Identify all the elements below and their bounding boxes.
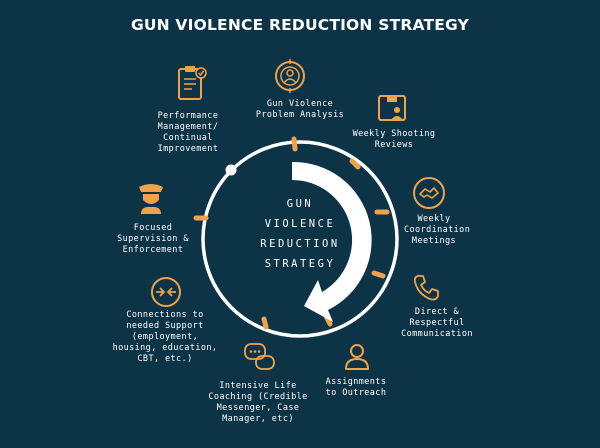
cycle-start-dot [225, 164, 237, 176]
ring-tick-1 [291, 136, 298, 152]
center-line-4: STRATEGY [264, 258, 336, 270]
label-communication: Direct & Respectful Communication [401, 307, 473, 339]
ring-tick-4 [371, 270, 386, 279]
label-support: Connections to needed Support (employmen… [112, 310, 218, 364]
diagram-title: GUN VIOLENCE REDUCTION STRATEGY [130, 16, 470, 34]
label-problem-analysis: Gun Violence Problem Analysis [255, 99, 345, 120]
label-life-coaching: Intensive Life Coaching (Credible Messen… [208, 381, 308, 424]
review-document-icon [378, 95, 406, 121]
police-officer-icon [139, 184, 163, 214]
center-line-3: REDUCTION [260, 238, 340, 250]
label-shooting-reviews: Weekly Shooting Reviews [352, 129, 436, 150]
label-outreach: Assignments to Outreach [325, 377, 387, 398]
clipboard-icon [178, 66, 207, 100]
cycle-arrow [292, 161, 372, 322]
center-label: GUN VIOLENCE REDUCTION STRATEGY [240, 194, 360, 274]
cycle-ring [201, 140, 399, 338]
target-person-icon [275, 59, 305, 93]
chat-bubbles-icon [244, 343, 275, 370]
ring-tick-2 [349, 158, 361, 170]
ring-tick-6 [261, 316, 269, 330]
person-icon [345, 344, 369, 370]
label-supervision: Focused Supervision & Enforcement [117, 223, 189, 255]
phone-icon [413, 275, 439, 301]
label-coordination-meetings: Weekly Coordination Meetings [404, 214, 471, 246]
label-performance: Performance Management/ Continual Improv… [157, 111, 219, 154]
connection-arrows-icon [151, 277, 181, 307]
center-line-1: GUN [286, 198, 314, 210]
handshake-icon [413, 177, 445, 209]
center-line-2: VIOLENCE [264, 218, 336, 230]
